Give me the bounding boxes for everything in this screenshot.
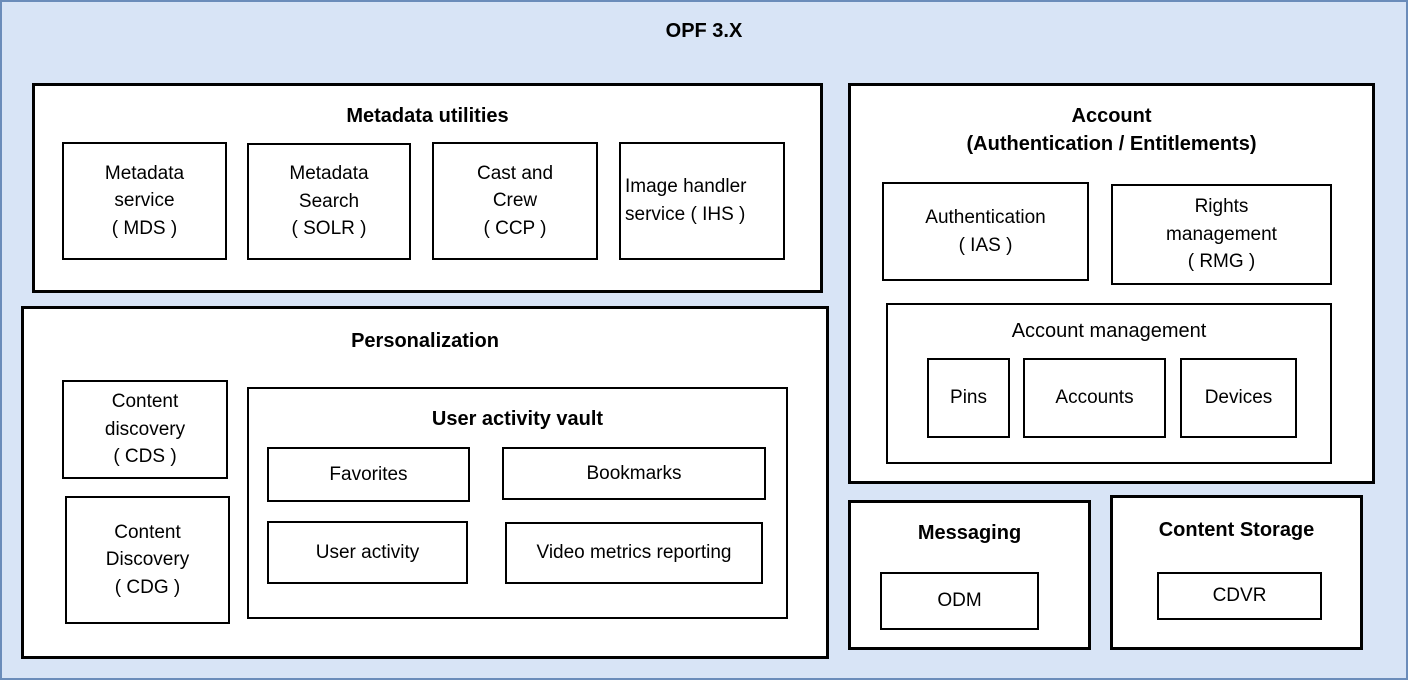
content-storage-title: Content Storage bbox=[1158, 519, 1315, 541]
account-title: Account (Authentication / Entitlements) bbox=[966, 105, 1257, 155]
metadata-service-mds-box: Metadata service ( MDS ) bbox=[62, 142, 227, 260]
content-discovery-cds-box: Content discovery ( CDS ) bbox=[62, 380, 228, 479]
metadata-utilities-section: Metadata utilities Metadata service ( MD… bbox=[32, 83, 823, 293]
account-management-title: Account management bbox=[1011, 320, 1207, 342]
account-section: Account (Authentication / Entitlements) … bbox=[848, 83, 1375, 484]
personalization-section: Personalization Content discovery ( CDS … bbox=[21, 306, 829, 659]
accounts-box: Accounts bbox=[1023, 358, 1166, 438]
devices-box: Devices bbox=[1180, 358, 1297, 438]
personalization-title: Personalization bbox=[351, 330, 499, 352]
authentication-ias-box: Authentication ( IAS ) bbox=[882, 182, 1089, 281]
metadata-utilities-title: Metadata utilities bbox=[346, 105, 509, 127]
pins-box: Pins bbox=[927, 358, 1010, 438]
content-discovery-cdg-box: Content Discovery ( CDG ) bbox=[65, 496, 230, 624]
video-metrics-reporting-box: Video metrics reporting bbox=[505, 522, 763, 584]
user-activity-box: User activity bbox=[267, 521, 468, 584]
user-activity-vault-section: User activity vault Favorites Bookmarks … bbox=[247, 387, 788, 619]
cast-and-crew-ccp-box: Cast and Crew ( CCP ) bbox=[432, 142, 598, 260]
odm-box: ODM bbox=[880, 572, 1039, 630]
favorites-box: Favorites bbox=[267, 447, 470, 502]
messaging-section: Messaging ODM bbox=[848, 500, 1091, 650]
messaging-title: Messaging bbox=[917, 522, 1022, 544]
cdvr-box: CDVR bbox=[1157, 572, 1322, 620]
bookmarks-box: Bookmarks bbox=[502, 447, 766, 500]
user-activity-vault-title: User activity vault bbox=[431, 408, 604, 430]
image-handler-ihs-box: Image handler service ( IHS ) bbox=[619, 142, 785, 260]
metadata-search-solr-box: Metadata Search ( SOLR ) bbox=[247, 143, 411, 260]
rights-management-rmg-box: Rights management ( RMG ) bbox=[1111, 184, 1332, 285]
account-management-section: Account management Pins Accounts Devices bbox=[886, 303, 1332, 464]
diagram-title: OPF 3.X bbox=[665, 20, 743, 42]
content-storage-section: Content Storage CDVR bbox=[1110, 495, 1363, 650]
